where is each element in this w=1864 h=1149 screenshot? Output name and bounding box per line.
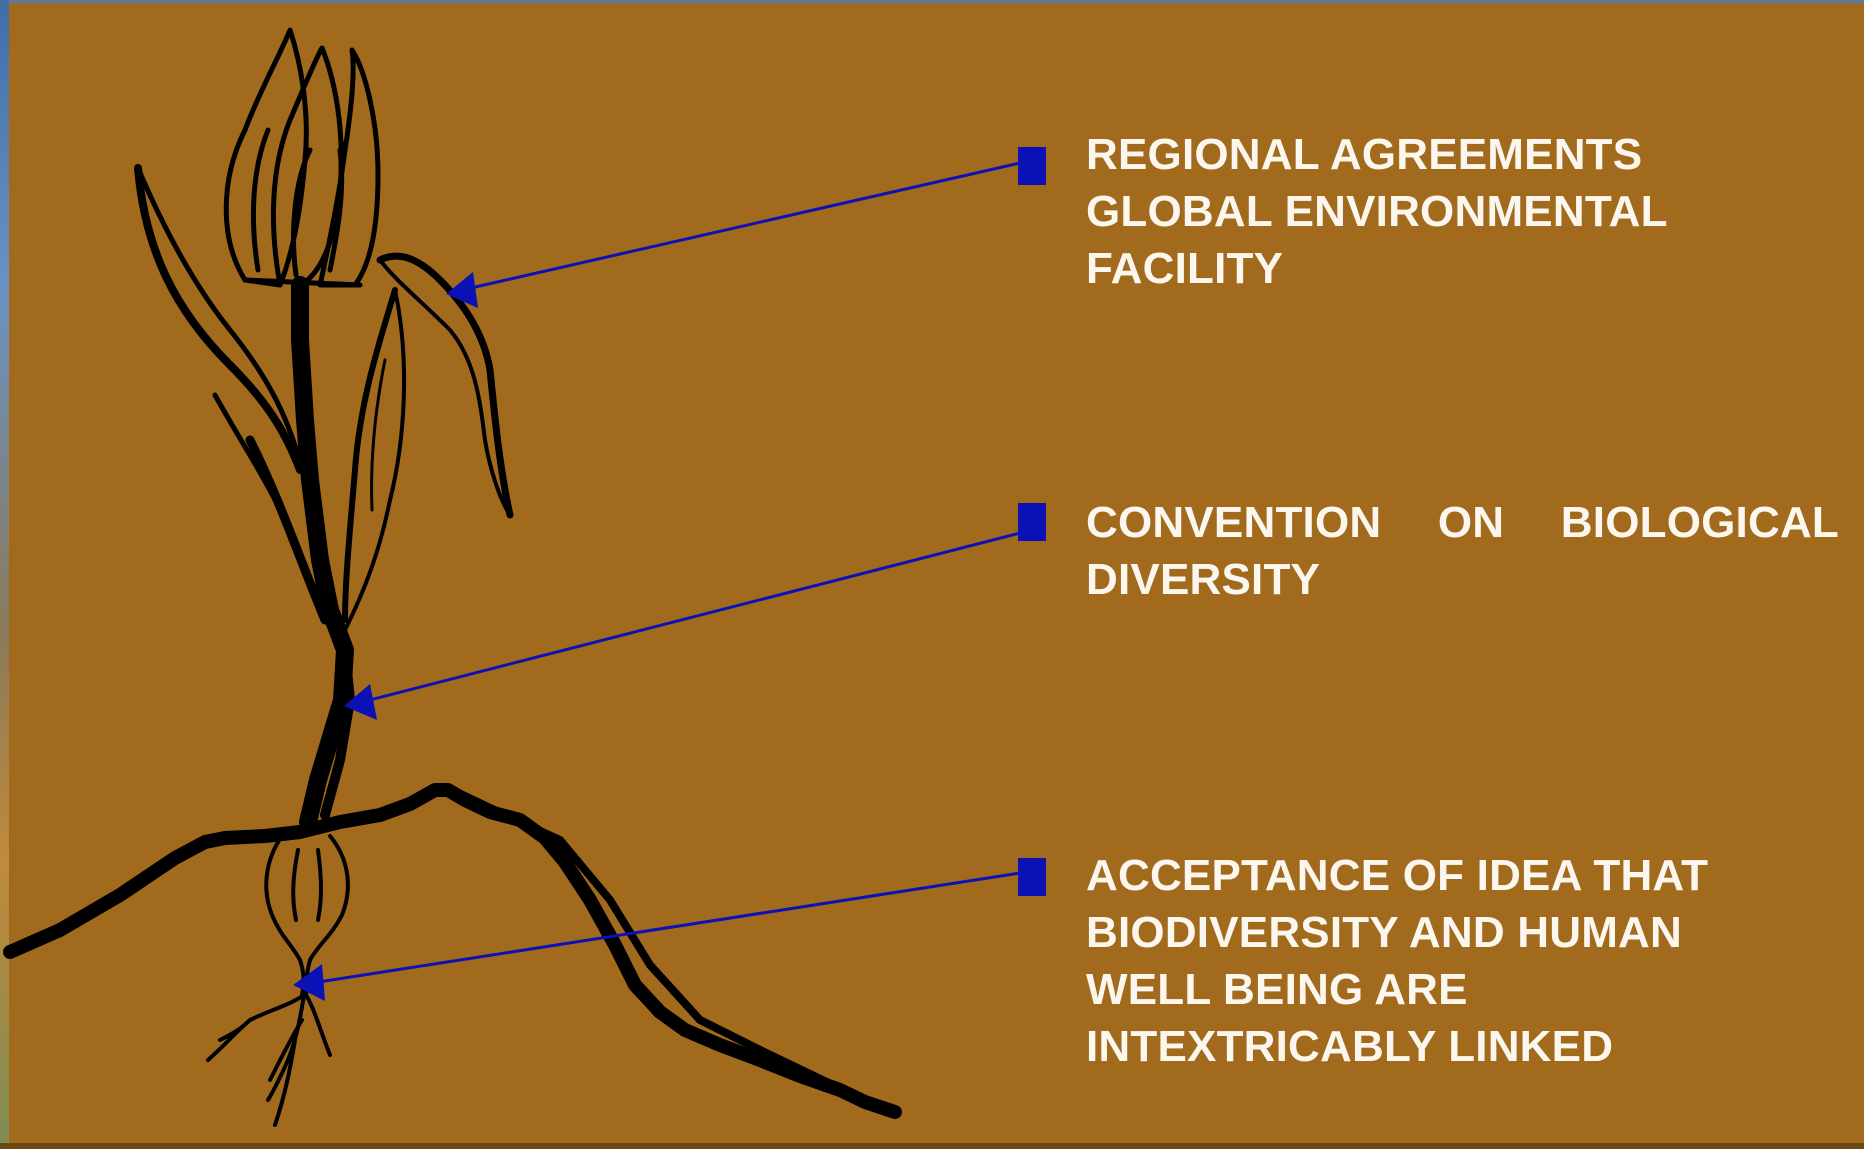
arrows bbox=[293, 163, 1020, 1001]
label-line: FACILITY bbox=[1086, 240, 1766, 297]
square-bullet-icon bbox=[1018, 858, 1046, 896]
square-bullet-icon bbox=[1018, 147, 1046, 185]
label-line: CONVENTION ON BIOLOGICAL bbox=[1086, 494, 1839, 551]
ground-line bbox=[10, 790, 895, 1112]
bottom-edge bbox=[0, 1143, 1864, 1149]
label-line: INTEXTRICABLY LINKED bbox=[1086, 1018, 1786, 1075]
arrow-line-bottom bbox=[312, 873, 1020, 983]
label-regional-agreements: REGIONAL AGREEMENTS GLOBAL ENVIRONMENTAL… bbox=[1086, 126, 1766, 297]
label-word: BIOLOGICAL bbox=[1561, 494, 1839, 551]
arrow-line-middle bbox=[362, 533, 1020, 702]
label-line: ACCEPTANCE OF IDEA THAT bbox=[1086, 847, 1786, 904]
bulb bbox=[266, 836, 348, 995]
label-acceptance-biodiversity: ACCEPTANCE OF IDEA THAT BIODIVERSITY AND… bbox=[1086, 847, 1786, 1075]
label-word: CONVENTION bbox=[1086, 494, 1381, 551]
label-line: DIVERSITY bbox=[1086, 551, 1839, 608]
flower-head bbox=[226, 30, 378, 285]
roots bbox=[208, 995, 330, 1125]
label-word: ON bbox=[1438, 494, 1504, 551]
square-bullet-icon bbox=[1018, 503, 1046, 541]
label-line: GLOBAL ENVIRONMENTAL bbox=[1086, 183, 1766, 240]
arrow-line-top bbox=[462, 163, 1020, 290]
label-line: WELL BEING ARE bbox=[1086, 961, 1786, 1018]
label-line: BIODIVERSITY AND HUMAN bbox=[1086, 904, 1786, 961]
label-convention-biological-diversity: CONVENTION ON BIOLOGICAL DIVERSITY bbox=[1086, 494, 1839, 608]
right-leaf bbox=[345, 256, 510, 630]
label-line: REGIONAL AGREEMENTS bbox=[1086, 126, 1766, 183]
